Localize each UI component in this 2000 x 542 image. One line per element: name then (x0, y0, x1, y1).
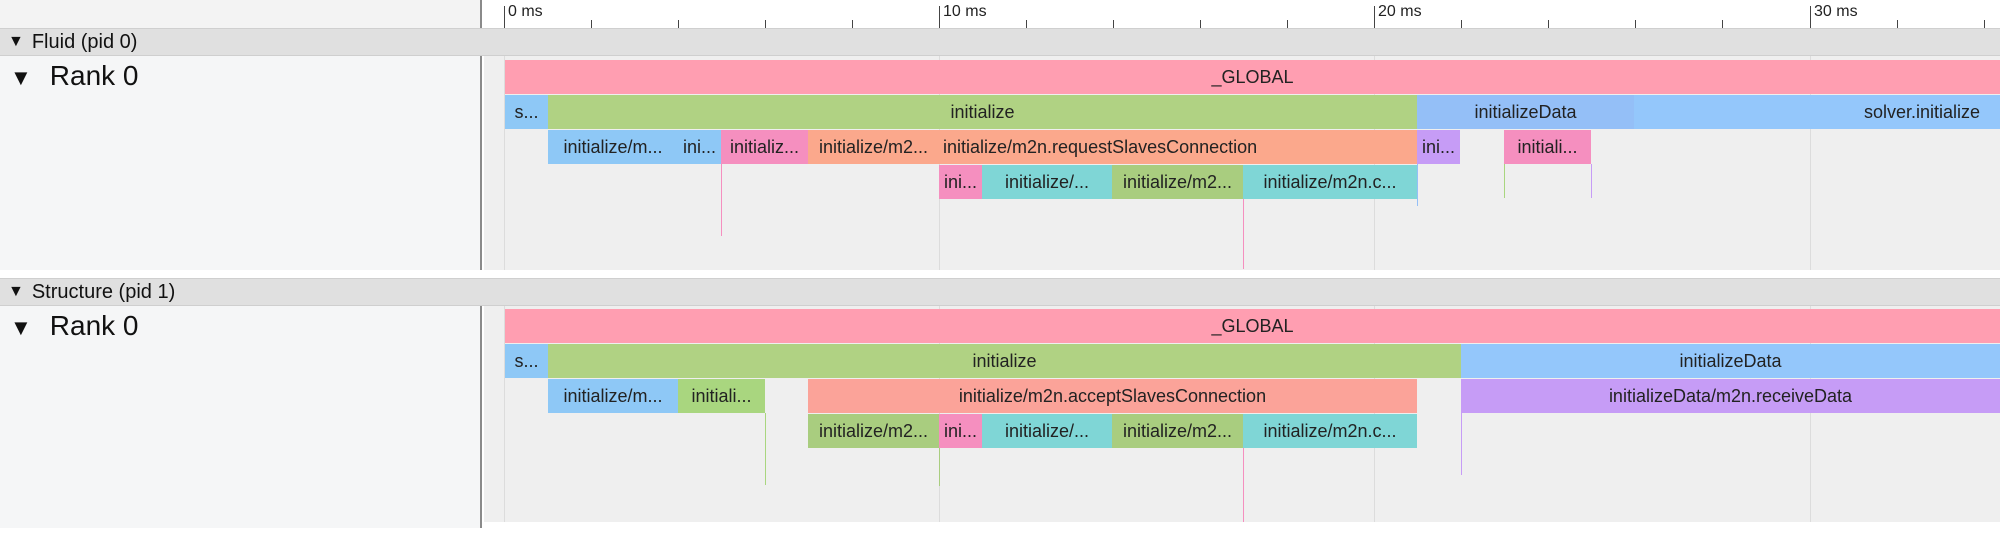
ruler-minor-tick (1897, 20, 1898, 28)
trace-slice[interactable]: initialize/m2... (1112, 165, 1243, 199)
trace-slice[interactable]: initialize (548, 344, 1461, 378)
tiny-event-marker (1243, 448, 1244, 522)
rank-label[interactable]: ▼ Rank 0 (10, 60, 139, 92)
trace-slice[interactable]: initialize/m2n.acceptSlavesConnection (808, 379, 1417, 413)
trace-slice[interactable]: ini... (1417, 130, 1460, 164)
trace-slice[interactable]: solver.initialize (1634, 95, 2000, 129)
trace-slice[interactable]: ini... (678, 130, 721, 164)
ruler-label: 20 ms (1378, 3, 1422, 20)
ruler-major-tick (1810, 6, 1811, 28)
rank-label-text: Rank 0 (49, 310, 139, 341)
rank-track-structure[interactable]: _GLOBAL s... initialize initializeData i… (484, 306, 2000, 522)
collapse-triangle-icon[interactable]: ▼ (8, 283, 24, 300)
trace-slice[interactable]: initialize/m2... (808, 414, 939, 448)
process-title: Structure (pid 1) (31, 280, 176, 303)
trace-slice[interactable]: initializeData (1417, 95, 1634, 129)
trace-slice[interactable]: initialize/m... (548, 379, 678, 413)
collapse-triangle-icon[interactable]: ▼ (10, 315, 32, 340)
ruler-minor-tick (1635, 20, 1636, 28)
tiny-event-marker (1591, 164, 1592, 198)
trace-slice[interactable]: _GLOBAL (505, 309, 2000, 343)
ruler-major-tick (939, 6, 940, 28)
trace-slice[interactable]: initializeData (1461, 344, 2000, 378)
ruler-minor-tick (1548, 20, 1549, 28)
ruler-label: 30 ms (1814, 3, 1858, 20)
grid-line (504, 306, 505, 522)
trace-slice[interactable]: s... (505, 95, 548, 129)
tiny-event-marker (1504, 164, 1505, 198)
bottom-blank (0, 528, 2000, 542)
ruler-minor-tick (1984, 20, 1985, 28)
ruler-major-tick (504, 6, 505, 28)
grid-line (504, 56, 505, 270)
collapse-triangle-icon[interactable]: ▼ (10, 65, 32, 90)
ruler-minor-tick (1287, 20, 1288, 28)
trace-slice[interactable]: initializeData/m2n.receiveData (1461, 379, 2000, 413)
rank-row-label-panel[interactable]: ▼ Rank 0 (0, 306, 482, 528)
trace-slice[interactable]: initialize/m2n.c... (1243, 165, 1417, 199)
trace-slice[interactable]: ini... (939, 165, 982, 199)
grid-line (1810, 306, 1811, 522)
trace-slice[interactable]: initialize/... (982, 165, 1112, 199)
ruler-minor-tick (1026, 20, 1027, 28)
process-separator (0, 270, 2000, 273)
process-title: Fluid (pid 0) (31, 30, 138, 53)
time-ruler[interactable]: 0 ms 10 ms 20 ms 30 ms (482, 0, 2000, 28)
trace-slice[interactable]: s... (505, 344, 548, 378)
trace-slice[interactable]: initializ... (721, 130, 808, 164)
rank-label[interactable]: ▼ Rank 0 (10, 310, 139, 342)
trace-slice[interactable]: initiali... (1504, 130, 1591, 164)
trace-slice[interactable]: initiali... (678, 379, 765, 413)
trace-slice[interactable]: initialize (548, 95, 1417, 129)
grid-line (1810, 56, 1811, 270)
trace-slice[interactable]: initialize/... (982, 414, 1112, 448)
rank-track-fluid[interactable]: _GLOBAL s... initialize initializeData s… (484, 56, 2000, 270)
ruler-minor-tick (1722, 20, 1723, 28)
tiny-event-marker (1417, 164, 1418, 206)
process-header-structure[interactable]: ▼ Structure (pid 1) (0, 278, 2000, 306)
trace-slice[interactable]: initialize/m2... (1112, 414, 1243, 448)
trace-slice[interactable]: _GLOBAL (505, 60, 2000, 94)
ruler-minor-tick (765, 20, 766, 28)
ruler-minor-tick (852, 20, 853, 28)
trace-slice[interactable]: ini... (939, 414, 982, 448)
ruler-left-blank (0, 0, 482, 28)
tiny-event-marker (939, 448, 940, 486)
ruler-minor-tick (591, 20, 592, 28)
ruler-minor-tick (1461, 20, 1462, 28)
ruler-minor-tick (1113, 20, 1114, 28)
tiny-event-marker (765, 413, 766, 485)
rank-row-label-panel[interactable]: ▼ Rank 0 (0, 56, 482, 270)
tiny-event-marker (1461, 413, 1462, 475)
trace-slice[interactable]: initialize/m... (548, 130, 678, 164)
ruler-label: 0 ms (508, 3, 543, 20)
rank-label-text: Rank 0 (49, 60, 139, 91)
trace-slice[interactable]: initialize/m2n.requestSlavesConnection (939, 130, 1417, 164)
ruler-label: 10 ms (943, 3, 987, 20)
trace-slice[interactable]: initialize/m2n.c... (1243, 414, 1417, 448)
tiny-event-marker (721, 164, 722, 236)
trace-slice[interactable]: initialize/m2... (808, 130, 939, 164)
tiny-event-marker (1243, 199, 1244, 269)
process-header-fluid[interactable]: ▼ Fluid (pid 0) (0, 28, 2000, 56)
ruler-minor-tick (1200, 20, 1201, 28)
collapse-triangle-icon[interactable]: ▼ (8, 33, 24, 50)
ruler-major-tick (1374, 6, 1375, 28)
ruler-minor-tick (678, 20, 679, 28)
